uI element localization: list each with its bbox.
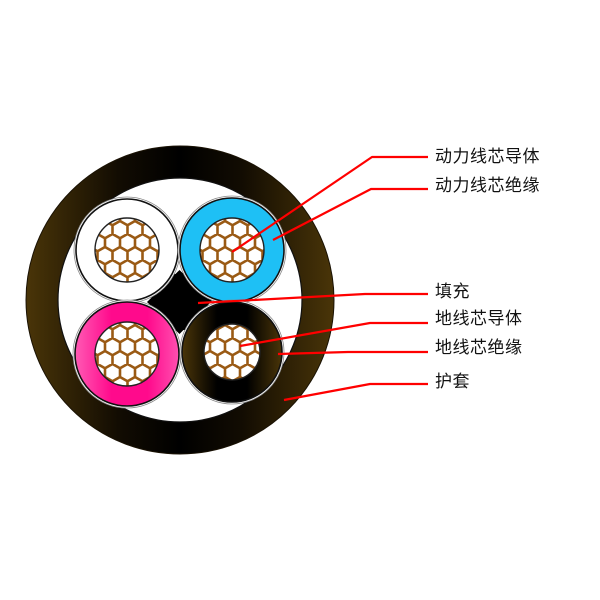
leader-line-power-conductor (231, 155, 428, 253)
label-power-insulation: 动力线芯绝缘 (435, 176, 540, 196)
conductor-strands (203, 323, 261, 381)
conductor-strands (94, 217, 160, 283)
power-core-blue (177, 195, 287, 305)
leader-line-ground-insulation (277, 350, 428, 356)
label-ground-insulation: 地线芯绝缘 (435, 338, 523, 358)
label-power-conductor: 动力线芯导体 (435, 147, 540, 167)
leader-line-filler (197, 292, 428, 305)
leader-line-power-insulation (272, 187, 428, 241)
ground-core-black (179, 299, 285, 405)
conductor-strands (94, 321, 160, 387)
leader-line-sheath (283, 382, 428, 402)
conductor-strands (199, 217, 265, 283)
leader-lines (197, 155, 428, 402)
label-filler: 填充 (435, 282, 470, 302)
power-core-pink (72, 299, 182, 409)
cores (72, 195, 287, 409)
label-ground-conductor: 地线芯导体 (435, 309, 523, 329)
power-core-white (73, 196, 181, 304)
leader-line-ground-conductor (239, 321, 428, 348)
label-sheath: 护套 (435, 372, 470, 392)
